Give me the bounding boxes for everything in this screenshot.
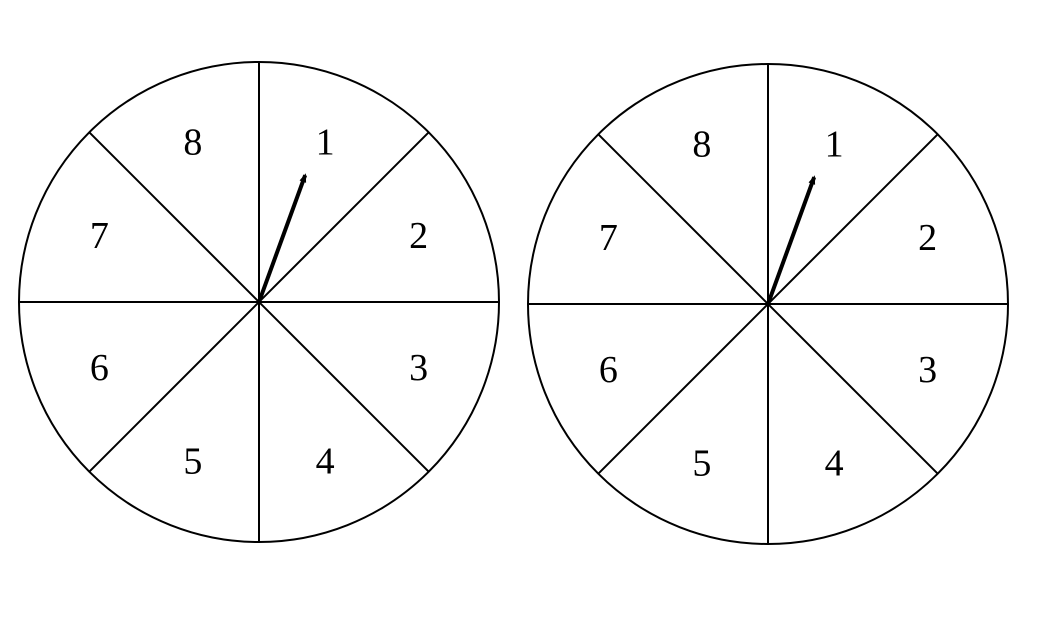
sector-label-4: 4 — [825, 443, 844, 485]
spinner-left: 1 2 3 4 5 6 7 8 — [18, 61, 500, 543]
sector-label-3: 3 — [409, 347, 428, 389]
sector-label-4: 4 — [316, 441, 335, 483]
sector-label-3: 3 — [918, 349, 937, 391]
sector-label-2: 2 — [409, 215, 428, 257]
sector-label-2: 2 — [918, 217, 937, 259]
sector-label-6: 6 — [599, 349, 618, 391]
sector-label-6: 6 — [90, 347, 109, 389]
sector-label-5: 5 — [183, 441, 202, 483]
spinner-left-labels: 1 2 3 4 5 6 7 8 — [90, 121, 428, 482]
sector-label-1: 1 — [825, 123, 844, 165]
sector-label-8: 8 — [692, 123, 711, 165]
sector-label-7: 7 — [90, 215, 109, 257]
sector-label-5: 5 — [692, 443, 711, 485]
spinner-right-labels: 1 2 3 4 5 6 7 8 — [599, 123, 937, 484]
sector-label-7: 7 — [599, 217, 618, 259]
spinner-left-pointer-arrow — [257, 173, 308, 303]
sector-label-1: 1 — [316, 121, 335, 163]
spinner-right-pointer-arrow — [766, 175, 817, 305]
spinner-right: 1 2 3 4 5 6 7 8 — [527, 63, 1009, 545]
sector-label-8: 8 — [183, 121, 202, 163]
